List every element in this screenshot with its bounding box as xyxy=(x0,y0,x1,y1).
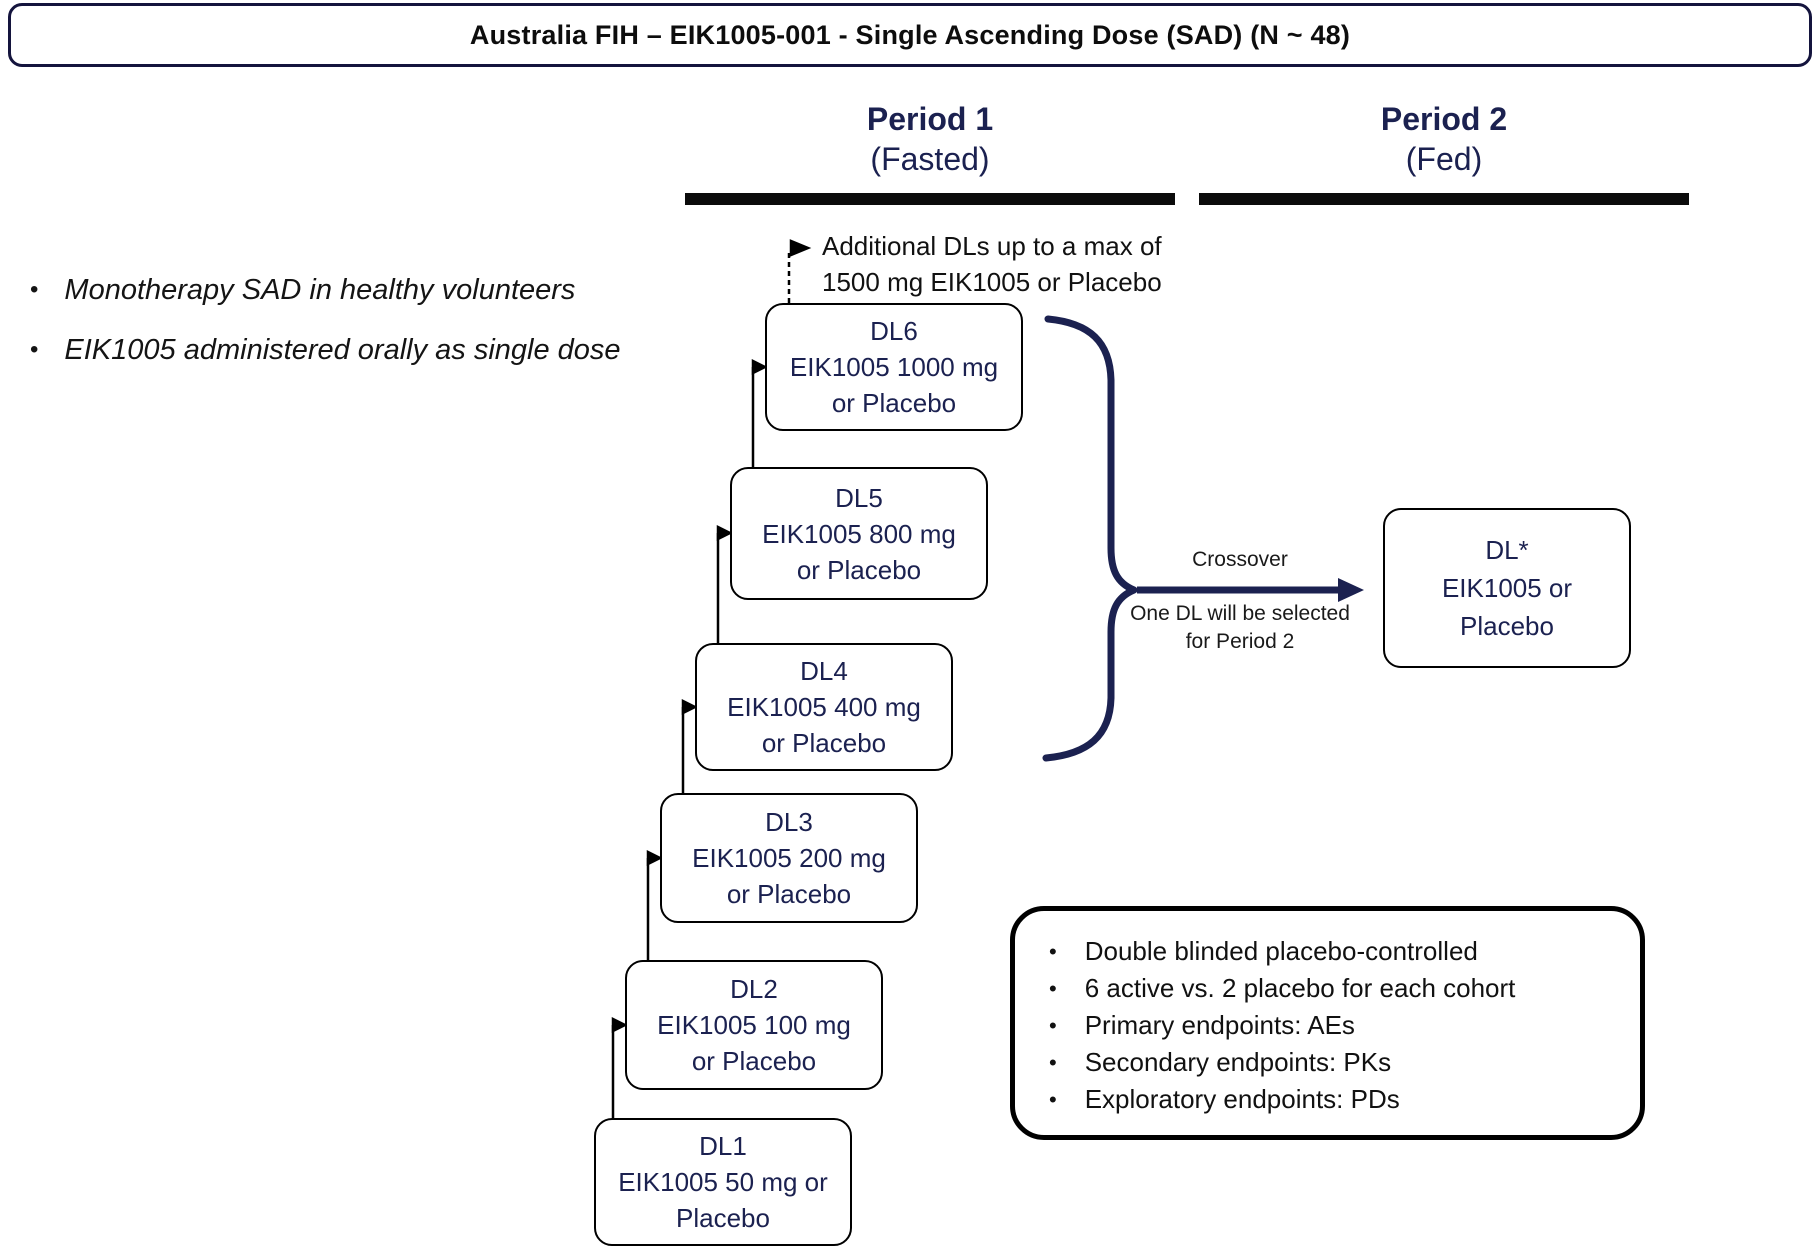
title-banner: Australia FIH – EIK1005-001 - Single Asc… xyxy=(8,3,1812,67)
period-2-sublabel: (Fed) xyxy=(1405,141,1483,177)
bullet-icon: • xyxy=(30,276,39,303)
period-1-sublabel: (Fasted) xyxy=(870,141,990,177)
dose-level-name: DL2 xyxy=(730,974,778,1004)
period-1-label: Period 1 xyxy=(866,101,994,137)
step-arrowhead-dl3-icon xyxy=(646,849,663,867)
step-arrowhead-dl5-icon xyxy=(716,524,733,542)
crossover-arrowhead-icon xyxy=(1338,578,1364,602)
dose-level-alt: or Placebo xyxy=(691,1046,817,1076)
step-arrowhead-dl4-icon xyxy=(681,698,698,716)
dose-level-name: DL4 xyxy=(800,656,848,686)
dose-level-name: DL3 xyxy=(765,807,813,837)
dose-level-alt: or Placebo xyxy=(796,554,922,585)
bullet-icon: • xyxy=(30,336,39,363)
dose-level-box-dl6: DL6 EIK1005 1000 mg or Placebo xyxy=(765,303,1023,431)
additional-dls-note: Additional DLs up to a max of 1500 mg EI… xyxy=(822,228,1162,300)
additional-dls-line2: 1500 mg EIK1005 or Placebo xyxy=(822,267,1162,297)
period-1-header: Period 1 (Fasted) xyxy=(685,99,1175,179)
bullet-icon: • xyxy=(1049,1050,1057,1075)
page-title: Australia FIH – EIK1005-001 - Single Asc… xyxy=(469,19,1351,50)
dose-level-box-dl5: DL5 EIK1005 800 mg or Placebo xyxy=(730,467,988,600)
list-item: • 6 active vs. 2 placebo for each cohort xyxy=(1049,970,1620,1007)
dose-level-name: DL* xyxy=(1485,535,1529,565)
dose-level-box-dl3: DL3 EIK1005 200 mg or Placebo xyxy=(660,793,918,923)
dose-level-name: DL1 xyxy=(699,1131,747,1161)
step-arrowhead-dl2-icon xyxy=(611,1016,628,1034)
study-details-box: • Double blinded placebo-controlled • 6 … xyxy=(1010,906,1645,1140)
dose-level-dose: EIK1005 400 mg xyxy=(727,692,921,722)
dose-level-name: DL5 xyxy=(835,482,883,513)
period-2-dose-box: DL* EIK1005 or Placebo xyxy=(1383,508,1631,668)
study-detail-text: 6 active vs. 2 placebo for each cohort xyxy=(1084,973,1516,1003)
list-item: • EIK1005 administered orally as single … xyxy=(30,332,621,368)
dose-level-dose: EIK1005 or xyxy=(1441,573,1573,603)
period-1-bar xyxy=(685,193,1175,205)
side-note-text: Monotherapy SAD in healthy volunteers xyxy=(64,274,576,306)
list-item: • Monotherapy SAD in healthy volunteers xyxy=(30,272,621,308)
list-item: • Exploratory endpoints: PDs xyxy=(1049,1081,1620,1118)
dose-level-box-dl4: DL4 EIK1005 400 mg or Placebo xyxy=(695,643,953,771)
dose-level-alt: or Placebo xyxy=(761,728,887,758)
dose-level-alt: or Placebo xyxy=(726,879,852,909)
dose-level-dose: EIK1005 100 mg xyxy=(657,1010,851,1040)
side-note-text: EIK1005 administered orally as single do… xyxy=(64,334,621,366)
period-2-header: Period 2 (Fed) xyxy=(1199,99,1689,179)
study-detail-text: Primary endpoints: AEs xyxy=(1084,1010,1355,1040)
period-2-bar xyxy=(1199,193,1689,205)
bullet-icon: • xyxy=(1049,976,1057,1001)
study-detail-text: Exploratory endpoints: PDs xyxy=(1084,1084,1400,1114)
step-arrowhead-dl6-icon xyxy=(751,358,768,376)
crossover-note-line2: for Period 2 xyxy=(1185,630,1295,653)
list-item: • Secondary endpoints: PKs xyxy=(1049,1044,1620,1081)
dose-level-box-dl2: DL2 EIK1005 100 mg or Placebo xyxy=(625,960,883,1090)
dose-level-box-dl1: DL1 EIK1005 50 mg or Placebo xyxy=(594,1118,852,1246)
dose-level-alt: or Placebo xyxy=(831,388,957,418)
list-item: • Double blinded placebo-controlled xyxy=(1049,933,1620,970)
list-item: • Primary endpoints: AEs xyxy=(1049,1007,1620,1044)
dose-level-dose: EIK1005 200 mg xyxy=(692,843,886,873)
study-detail-text: Secondary endpoints: PKs xyxy=(1084,1047,1392,1077)
dose-level-alt: Placebo xyxy=(676,1203,770,1233)
dose-level-dose: EIK1005 1000 mg xyxy=(789,352,999,382)
crossover-label: Crossover xyxy=(1192,548,1288,571)
dashed-arrowhead-additional-dls-icon xyxy=(789,239,812,257)
dose-level-dose: EIK1005 800 mg xyxy=(762,518,956,549)
bullet-icon: • xyxy=(1049,1087,1057,1112)
dose-level-name: DL6 xyxy=(870,316,918,346)
additional-dls-line1: Additional DLs up to a max of xyxy=(822,231,1162,261)
dose-level-dose: EIK1005 50 mg or xyxy=(618,1167,828,1197)
bullet-icon: • xyxy=(1049,939,1057,964)
bullet-icon: • xyxy=(1049,1013,1057,1038)
crossover-note-line1: One DL will be selected xyxy=(1130,602,1350,625)
period-2-label: Period 2 xyxy=(1380,101,1508,137)
study-detail-text: Double blinded placebo-controlled xyxy=(1084,936,1478,966)
study-summary-notes: • Monotherapy SAD in healthy volunteers … xyxy=(30,272,621,392)
grouping-brace-icon xyxy=(1042,315,1138,762)
dose-level-alt: Placebo xyxy=(1460,611,1554,641)
crossover-note: One DL will be selected for Period 2 xyxy=(1116,600,1364,656)
